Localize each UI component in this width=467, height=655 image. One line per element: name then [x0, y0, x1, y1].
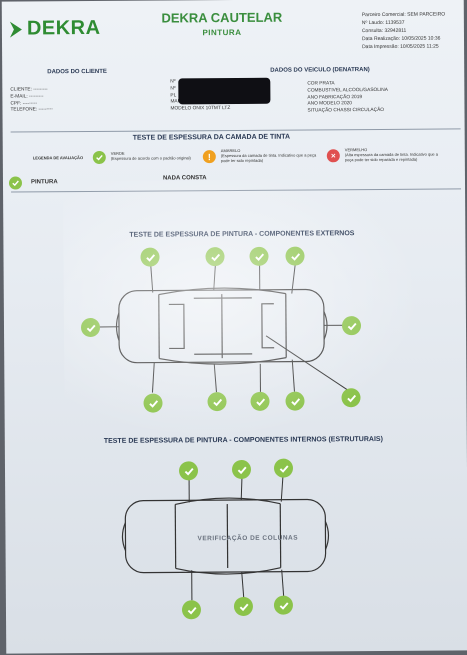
- document-subtitle: PINTURA: [202, 27, 242, 38]
- check-icon: [249, 246, 269, 266]
- check-icon: [140, 247, 160, 267]
- legend: LEGENDA DE AVALIAÇÃO VERDE (Espessura de…: [31, 142, 449, 171]
- document-title: DEKRA CAUTELAR: [161, 9, 283, 26]
- legend-green: VERDE (Espessura de acordo com o padrão …: [111, 150, 211, 161]
- legend-red: VERMELHO (Alta espessura da camada de ti…: [344, 147, 445, 163]
- vehicle-right-fields: COR PRATA COMBUSTIVEL ALCOOL/GASOLINA AN…: [307, 81, 388, 116]
- vehicle-heading: DADOS DO VEICULO (DENATRAN): [270, 67, 370, 74]
- check-icon: [250, 391, 270, 411]
- client-field: CLIENTE: ---------: [10, 87, 48, 93]
- check-icon: [273, 595, 294, 615]
- dekra-logo: DEKRA: [8, 17, 101, 41]
- paint-result-value: NADA CONSTA: [162, 175, 207, 182]
- external-title: TESTE DE ESPESSURA DE PINTURA - COMPONEN…: [129, 230, 355, 239]
- check-icon: [231, 459, 252, 480]
- divider: [10, 128, 461, 133]
- check-icon: [205, 247, 225, 267]
- logo-text: DEKRA: [26, 16, 101, 40]
- check-icon: [92, 150, 106, 164]
- legend-desc: (Espessura da camada de tinta. Indicativ…: [220, 152, 317, 164]
- check-icon: [285, 391, 305, 411]
- redaction-block: [178, 77, 271, 105]
- vehicle-field: SITUAÇÃO CHASSI CIRCULAÇÃO: [307, 108, 385, 114]
- vehicle-field: MODELO ONIX 10TMT LTZ: [170, 106, 231, 112]
- check-icon: [80, 317, 101, 338]
- error-icon: ×: [326, 149, 340, 163]
- warning-icon: !: [202, 150, 216, 164]
- legend-desc: (Espessura de acordo com o padrão origin…: [110, 155, 191, 161]
- client-heading: DADOS DO CLIENTE: [47, 68, 107, 76]
- legend-yellow: AMARELO (Espessura da camada de tinta. I…: [221, 147, 321, 163]
- check-icon: [143, 393, 163, 413]
- check-icon: [285, 246, 305, 266]
- check-icon: [341, 316, 362, 336]
- report-meta: Parceiro Comercial: SEM PARCEIRO Nº Laud…: [362, 11, 446, 52]
- columns-watermark: VERIFICAÇÃO DE COLUNAS: [197, 534, 299, 543]
- internal-car-diagram: [121, 474, 330, 601]
- client-fields: CLIENTE: --------- E-MAIL: --------- CPF…: [10, 87, 53, 114]
- legend-desc: (Alta espessura da camada de tinta. Indi…: [344, 151, 438, 163]
- client-field: TELEFONE: ---------: [10, 107, 53, 113]
- paint-result-label: PINTURA: [30, 179, 58, 186]
- meta-line: Data Impressão: 10/05/2025 11:25: [362, 43, 439, 51]
- paint-test-title: TESTE DE ESPESSURA DA CAMADA DE TINTA: [132, 133, 291, 142]
- check-icon: [207, 392, 227, 412]
- check-icon: [8, 176, 23, 190]
- internal-title: TESTE DE ESPESSURA DE PINTURA - COMPONEN…: [103, 435, 383, 445]
- check-icon: [181, 600, 202, 620]
- check-icon: [233, 596, 254, 617]
- vehicle-field: COMBUSTIVEL ALCOOL/GASOLINA: [307, 87, 388, 94]
- check-icon: [273, 458, 294, 478]
- check-icon: [341, 388, 361, 408]
- divider: [11, 188, 462, 193]
- legend-title: LEGENDA DE AVALIAÇÃO: [32, 155, 84, 161]
- dekra-logo-icon: [9, 21, 22, 38]
- check-icon: [178, 461, 199, 481]
